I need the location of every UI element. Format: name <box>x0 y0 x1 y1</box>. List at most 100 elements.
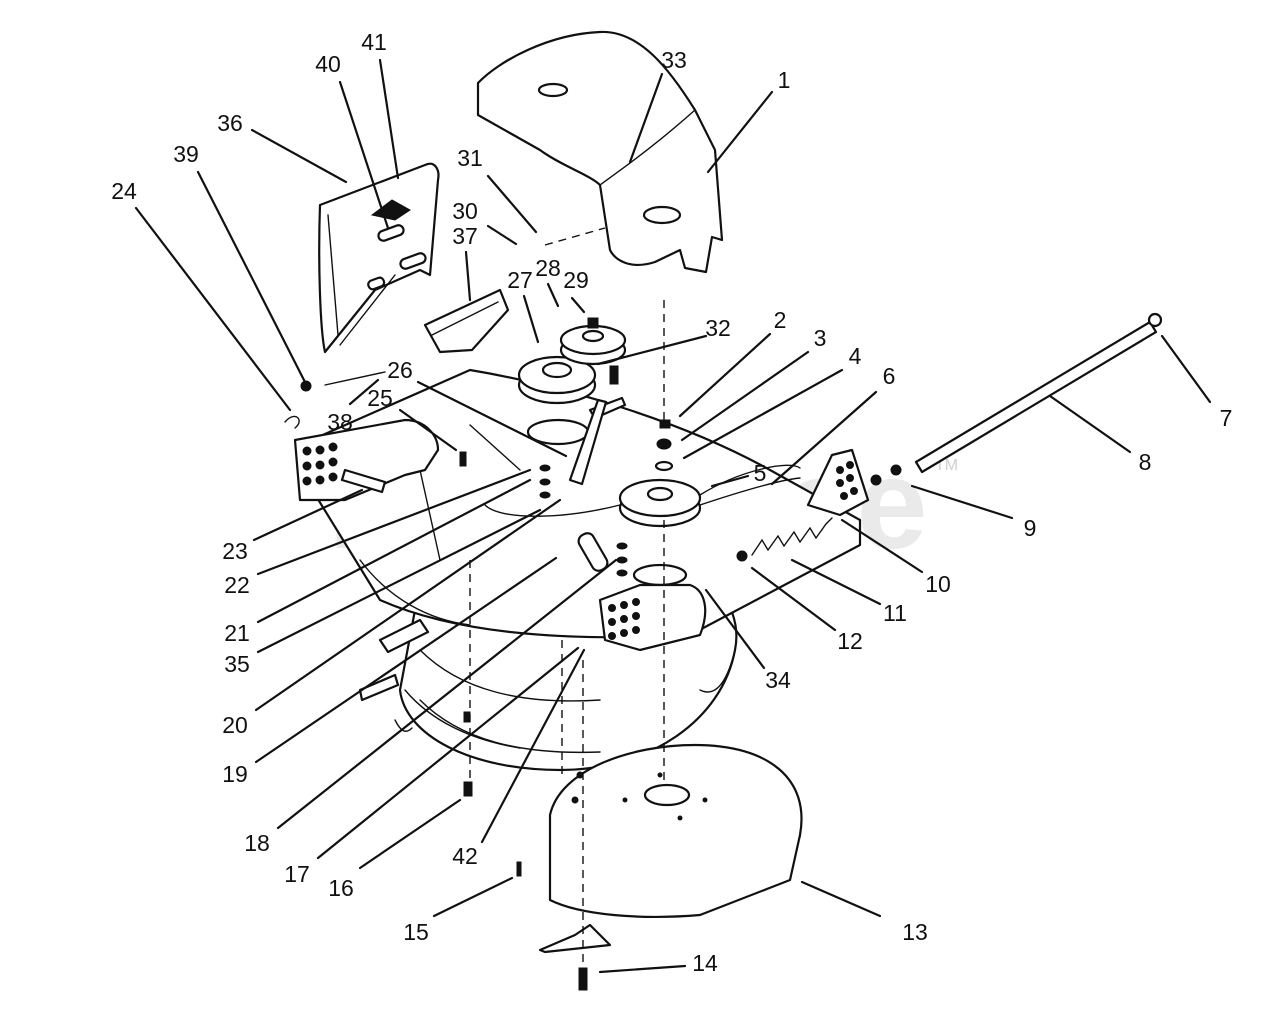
nut-9 <box>890 464 902 476</box>
leader-line-40 <box>338 80 390 230</box>
deck-hole-right <box>632 563 688 587</box>
leader-line-21 <box>256 478 532 624</box>
callout-21: 21 <box>224 620 250 646</box>
callout-25: 25 <box>367 385 393 411</box>
nut-16 <box>463 781 473 797</box>
callout-labels: 1234567891011121314151617181920212223242… <box>111 29 1232 976</box>
callout-17: 17 <box>284 861 310 887</box>
leader-line-42 <box>480 648 586 844</box>
callout-18: 18 <box>244 830 270 856</box>
leader-line-27 <box>522 294 540 344</box>
leader-line-31 <box>486 174 538 234</box>
leader-line-23 <box>252 488 364 542</box>
callout-1: 1 <box>778 67 791 93</box>
leader-line-12 <box>750 566 837 632</box>
leader-line-3 <box>680 350 810 442</box>
bracket-37 <box>423 288 510 354</box>
callout-29: 29 <box>563 267 589 293</box>
leader-line-7 <box>1160 334 1212 404</box>
leader-line-15 <box>432 876 514 918</box>
callout-32: 32 <box>705 315 731 341</box>
callout-35: 35 <box>224 651 250 677</box>
callout-7: 7 <box>1220 405 1233 431</box>
leader-line-24 <box>134 206 292 412</box>
cover-hole-bottom <box>642 205 682 225</box>
callout-5: 5 <box>754 460 767 486</box>
callout-20: 20 <box>222 712 248 738</box>
cover-hole-top <box>537 82 569 98</box>
rod-8 <box>914 320 1158 474</box>
nut-16b <box>463 711 471 723</box>
nut-2 <box>659 419 671 429</box>
callout-8: 8 <box>1139 449 1152 475</box>
leader-line-30 <box>486 224 518 246</box>
right-height-bracket <box>806 448 870 517</box>
callout-30: 30 <box>452 198 478 224</box>
callout-40: 40 <box>315 51 341 77</box>
callout-2: 2 <box>774 307 787 333</box>
leader-line-22 <box>256 468 532 576</box>
bracket-35 <box>378 618 430 654</box>
bolt-25 <box>459 451 467 467</box>
leader-line-17 <box>316 646 580 860</box>
leader-line-5 <box>710 474 750 488</box>
callout-33: 33 <box>661 47 687 73</box>
leader-line-6 <box>770 390 878 486</box>
callout-41: 41 <box>361 29 387 55</box>
callout-23: 23 <box>222 538 248 564</box>
guard-center-hole <box>643 783 691 807</box>
callout-39: 39 <box>173 141 199 167</box>
pin-39 <box>300 380 312 392</box>
left-height-bracket <box>284 415 440 502</box>
leader-line-35 <box>256 508 542 654</box>
callout-37: 37 <box>452 223 478 249</box>
callout-11: 11 <box>883 600 907 626</box>
nut-7 <box>1147 312 1163 328</box>
callout-34: 34 <box>765 667 791 693</box>
front-height-bracket <box>598 583 707 652</box>
callout-14: 14 <box>692 950 718 976</box>
leader-line-8 <box>1048 394 1132 454</box>
leader-line-26 <box>416 380 568 458</box>
blade-guard-13 <box>548 743 803 918</box>
belt-5-upper <box>699 464 801 496</box>
leader-line-20 <box>254 498 562 712</box>
callout-28: 28 <box>535 255 561 281</box>
leader-line-10 <box>840 518 924 574</box>
callout-26: 26 <box>387 357 413 383</box>
callout-36: 36 <box>217 110 243 136</box>
blade <box>538 923 612 954</box>
callout-6: 6 <box>883 363 896 389</box>
callout-16: 16 <box>328 875 354 901</box>
callout-12: 12 <box>837 628 863 654</box>
callout-22: 22 <box>224 572 250 598</box>
bolt-14 <box>578 967 588 991</box>
washer-4 <box>654 460 674 472</box>
callout-19: 19 <box>222 761 248 787</box>
leader-line-32 <box>596 334 708 366</box>
callout-24: 24 <box>111 178 137 204</box>
callout-4: 4 <box>849 343 862 369</box>
pin-15 <box>516 861 522 877</box>
leader-line-34 <box>704 588 766 670</box>
leader-line-14 <box>598 964 687 974</box>
leader-line-33 <box>628 72 664 164</box>
callout-3: 3 <box>814 325 827 351</box>
pulley-29 <box>559 317 627 366</box>
leader-line-39 <box>196 170 308 386</box>
leader-line-4 <box>682 368 844 460</box>
spring-11 <box>736 517 833 562</box>
leader-line-19 <box>254 556 558 764</box>
leader-line-38 <box>348 378 380 406</box>
leader-line-9 <box>910 484 1014 520</box>
leader-line-1 <box>706 90 774 174</box>
callout-13: 13 <box>902 919 928 945</box>
pulley-6 <box>618 478 702 528</box>
shaft-38 <box>324 371 386 386</box>
washer-3 <box>656 438 672 450</box>
leader-line-28 <box>546 282 560 308</box>
callout-38: 38 <box>327 409 353 435</box>
leader-line-18 <box>276 558 618 830</box>
pulley-27 <box>517 355 597 405</box>
